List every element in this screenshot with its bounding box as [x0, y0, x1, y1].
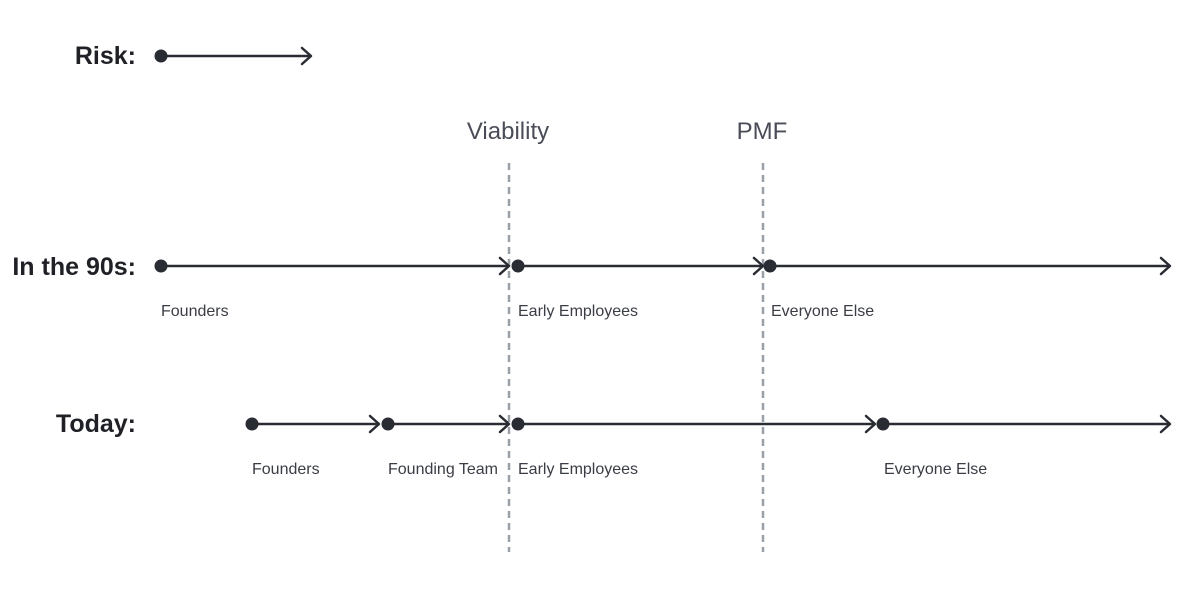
row-label-today: Today: — [56, 410, 136, 438]
risk-arrow — [154, 46, 313, 66]
segment-label-today-everyone-else: Everyone Else — [884, 461, 987, 478]
segment-start-dot — [511, 417, 525, 431]
segment-label-today-founders: Founders — [252, 461, 320, 478]
pmf-label: PMF — [737, 118, 788, 145]
timeline-today — [245, 414, 1172, 434]
segment-start-dot — [876, 417, 890, 431]
timeline-90s — [154, 256, 1172, 276]
segment-label-today-early-employees: Early Employees — [518, 461, 638, 478]
segment-label-90s-early-employees: Early Employees — [518, 303, 638, 320]
segment-start-dot — [381, 417, 395, 431]
segment-start-dot — [763, 259, 777, 273]
row-label-90s: In the 90s: — [12, 253, 136, 281]
viability-label: Viability — [467, 118, 549, 145]
segment-start-dot — [154, 259, 168, 273]
segment-start-dot — [511, 259, 525, 273]
risk-label: Risk: — [75, 42, 136, 70]
segment-label-today-founding-team: Founding Team — [388, 461, 498, 478]
segment-label-90s-founders: Founders — [161, 303, 229, 320]
segment-start-dot — [245, 417, 259, 431]
segment-label-90s-everyone-else: Everyone Else — [771, 303, 874, 320]
